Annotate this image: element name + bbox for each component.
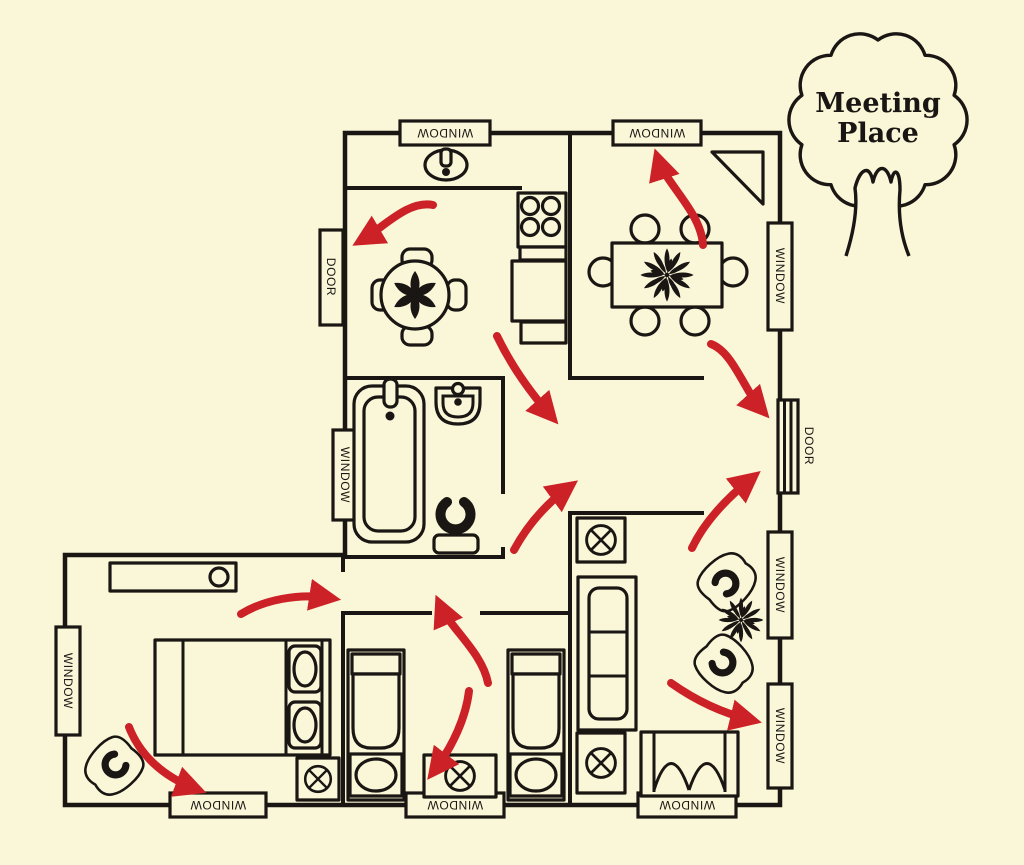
window-label: WINDOW <box>659 798 715 812</box>
window-right-dining: WINDOW <box>766 221 794 332</box>
escape-arrow-dining-to-window <box>649 148 707 249</box>
end-table-icon <box>575 516 627 564</box>
dresser-icon <box>108 561 238 593</box>
door-frame <box>776 398 800 495</box>
window-frame <box>54 625 82 737</box>
window-frame <box>398 119 492 147</box>
escape-arrow-dining-to-right-door <box>707 340 770 419</box>
window-frame <box>168 791 268 819</box>
escape-arrow-kitchen-to-left-door <box>352 200 437 246</box>
door-right-entry: DOOR <box>776 398 816 495</box>
living-room <box>575 516 764 798</box>
window-label: WINDOW <box>629 126 685 140</box>
lamp-icon <box>585 747 617 779</box>
window-label: WINDOW <box>190 798 246 812</box>
dining-room <box>587 150 765 337</box>
escape-arrow-foyer-to-right-door <box>688 471 761 552</box>
window-frame <box>766 682 794 790</box>
lamp-table-icon <box>295 756 341 802</box>
window-bottom-bedroom1: WINDOW <box>168 791 268 819</box>
kitchen-counter-icon <box>518 245 568 262</box>
meeting-place-tree: Meeting Place <box>787 32 969 257</box>
bathroom-sink-icon <box>434 381 482 426</box>
refrigerator-icon <box>510 259 568 323</box>
bathroom <box>352 377 482 555</box>
toilet-icon <box>432 497 480 555</box>
escape-arrow-hallway-to-right-door <box>510 480 579 554</box>
sofa-icon <box>576 575 638 732</box>
escape-routes <box>125 148 770 797</box>
lamp-icon <box>303 764 333 794</box>
door-label: DOOR <box>324 258 338 296</box>
window-label: WINDOW <box>773 557 787 613</box>
door-left-entry: DOOR <box>318 228 345 327</box>
kitchen-counter-icon <box>519 320 568 345</box>
twin-bed-icon <box>506 648 566 802</box>
window-frame <box>766 530 794 640</box>
end-table-icon <box>575 731 627 795</box>
door-label: DOOR <box>802 427 816 465</box>
window-left-bedroom1: WINDOW <box>54 625 82 737</box>
window-label: WINDOW <box>773 248 787 304</box>
corner-shelf-icon <box>710 150 765 206</box>
twin-bed-icon <box>346 648 406 802</box>
door-frame <box>318 228 345 327</box>
tree-trunk <box>844 166 911 257</box>
escape-arrow-kitchen-to-hallway <box>493 332 559 425</box>
escape-arrow-bedroom2-to-hallway <box>433 594 492 687</box>
loveseat-icon <box>639 730 740 798</box>
window-label: WINDOW <box>417 126 473 140</box>
walls <box>62 130 783 808</box>
nightstand-icon <box>422 753 498 799</box>
kitchen-sink-icon <box>423 147 469 182</box>
meeting-place-label-line1: Meeting <box>815 88 941 119</box>
escape-arrow-bedroom2-to-window <box>427 687 473 780</box>
dining-chair-icon <box>679 305 711 337</box>
kitchen-table-icon <box>370 247 468 347</box>
lamp-icon <box>444 760 476 792</box>
window-label: WINDOW <box>773 708 787 764</box>
kitchen <box>370 147 568 347</box>
window-right-living-lower: WINDOW <box>766 682 794 790</box>
escape-arrow-bedroom1-to-window <box>125 723 207 797</box>
meeting-place-label-line2: Place <box>837 118 919 149</box>
bedroom-1 <box>77 561 341 803</box>
door-panel-lines <box>783 400 793 493</box>
stove-icon <box>516 191 568 249</box>
window-label: WINDOW <box>338 447 352 503</box>
window-frame <box>611 119 703 147</box>
bathtub-icon <box>352 377 426 544</box>
dining-chair-icon <box>629 305 661 337</box>
window-top-dining: WINDOW <box>611 119 703 147</box>
lamp-icon <box>585 524 617 556</box>
window-top-kitchen: WINDOW <box>398 119 492 147</box>
double-bed-icon <box>153 638 332 757</box>
window-label: WINDOW <box>61 653 75 709</box>
escape-arrow-living-to-window <box>667 679 762 731</box>
dining-chair-icon <box>629 213 661 245</box>
window-label: WINDOW <box>427 798 483 812</box>
window-right-living-upper: WINDOW <box>766 530 794 640</box>
escape-arrow-bedroom1-to-hallway <box>237 578 342 618</box>
window-frame <box>766 221 794 332</box>
